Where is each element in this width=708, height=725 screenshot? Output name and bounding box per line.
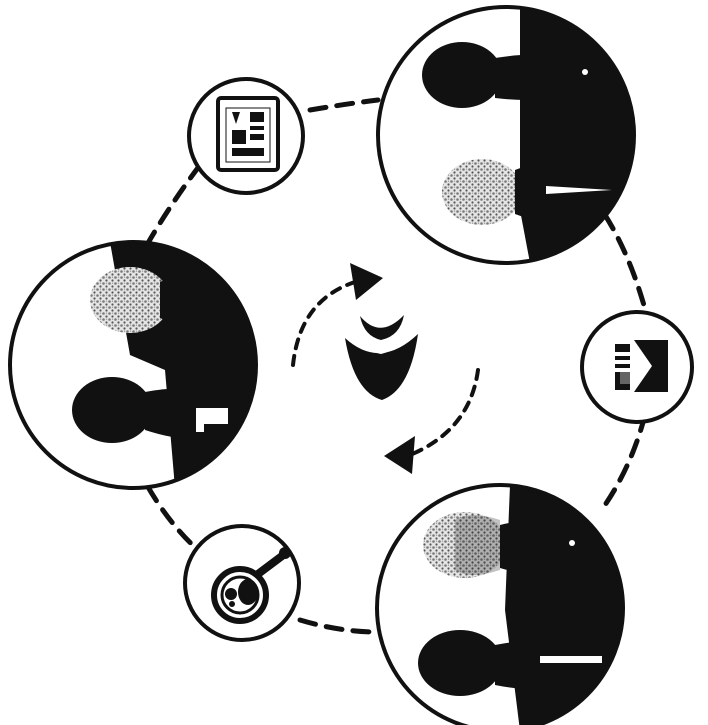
magnifier-node [183,524,301,642]
cycle-arrow-bottom [384,368,480,474]
tablet-icon [216,96,280,172]
person-pair-bottom-right [375,483,625,725]
tablet-node [187,77,305,195]
dashed-connectors [145,97,651,635]
person-pair-left [8,240,258,490]
person-pair-top-right [376,5,636,265]
document-icon [610,340,668,392]
cycle-arrow-top [291,263,383,367]
document-node [580,310,694,424]
chevron-logo-icon [345,315,418,400]
magnifier-icon [211,547,291,624]
